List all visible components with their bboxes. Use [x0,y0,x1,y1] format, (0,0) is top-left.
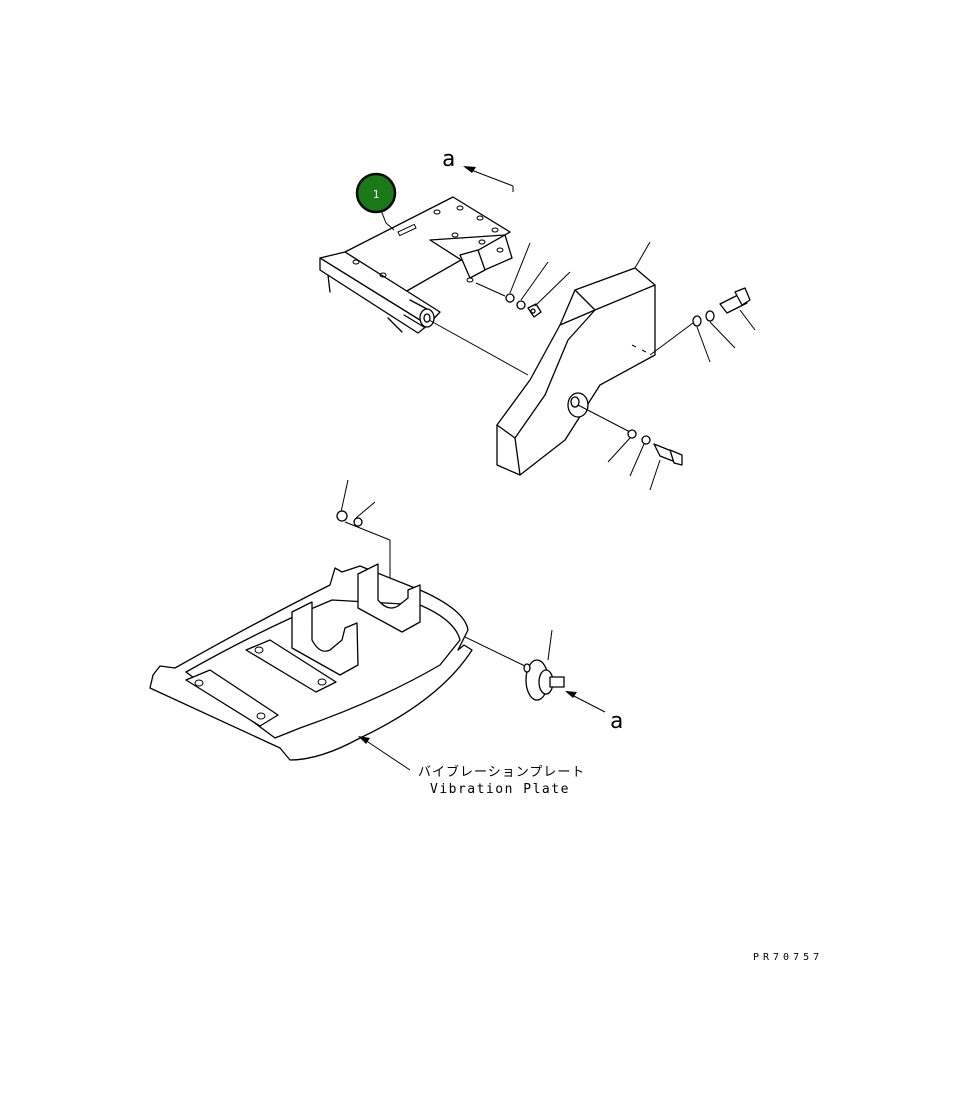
callout-bubble-1[interactable]: 1 [355,172,397,214]
drawing-code: PR70757 [753,952,823,963]
view-mark-label-top: a [442,147,455,172]
fasteners-upper [505,287,751,466]
part-label-group: バイブレーションプレート Vibration Plate [358,736,585,797]
view-arrow-bottom: a [565,691,623,734]
part-label-english: Vibration Plate [430,782,570,797]
vibration-plate [149,563,473,761]
leader-lines [340,194,756,661]
callout-number-1: 1 [373,188,380,201]
view-arrow-top: a [442,147,514,192]
rubber-mount [336,510,565,701]
view-mark-label-bottom: a [610,709,623,734]
upper-bracket [319,196,513,334]
part-label-japanese: バイブレーションプレート [418,764,585,780]
